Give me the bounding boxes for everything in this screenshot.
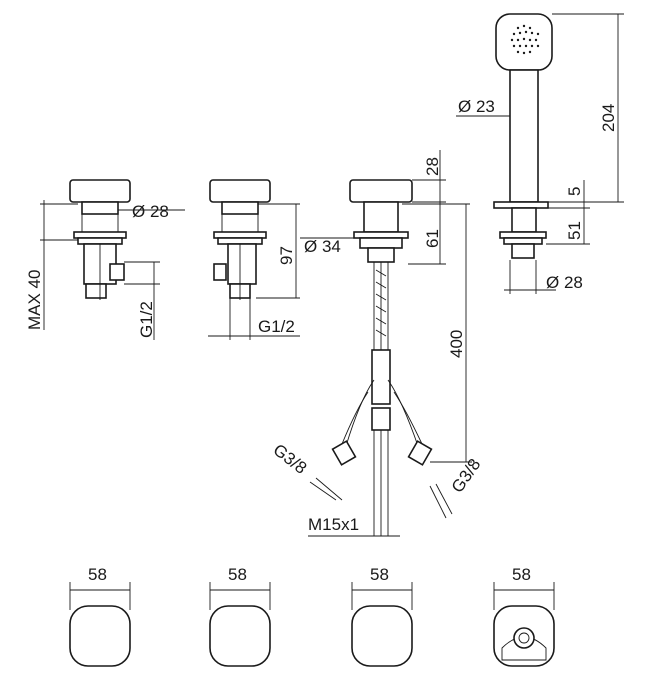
dim-g38-right: G3/8 [448,455,485,496]
dim-28: 28 [423,157,442,176]
dim-dia28-hand-shower: Ø 28 [546,273,583,292]
dim-58-view-4: 58 [512,565,531,584]
dim-g38-left: G3/8 [270,440,311,478]
dimensions-valve-left [40,200,185,340]
dim-dia28-valve-left: Ø 28 [132,202,169,221]
valve-middle [209,179,271,300]
dim-58-view-1: 58 [88,565,107,584]
dim-g12-valve-middle: G1/2 [258,317,295,336]
dimensions-diverter [300,150,472,537]
dimensions-valve-middle [208,203,300,340]
top-view-3 [351,582,413,667]
hand-shower [493,13,553,259]
dim-51: 51 [565,221,584,240]
top-view-4 [493,582,555,667]
dim-5: 5 [565,187,584,196]
dim-dia23: Ø 23 [458,97,495,116]
valve-left [69,179,131,300]
dim-400: 400 [447,330,466,358]
dim-m15x1: M15x1 [308,515,359,534]
diverter-valve [331,179,433,536]
dim-dia34: Ø 34 [304,237,341,256]
shower-nozzles [510,24,540,55]
dimensions-hand-shower [456,13,624,294]
dim-61: 61 [423,229,442,248]
dim-max40: MAX 40 [25,270,44,330]
top-view-1 [69,582,131,667]
dim-58-view-3: 58 [370,565,389,584]
dim-58-view-2: 58 [228,565,247,584]
dim-97: 97 [277,246,296,265]
dim-g12-valve-left: G1/2 [137,301,156,338]
top-view-2 [209,582,271,667]
dim-204: 204 [599,104,618,132]
